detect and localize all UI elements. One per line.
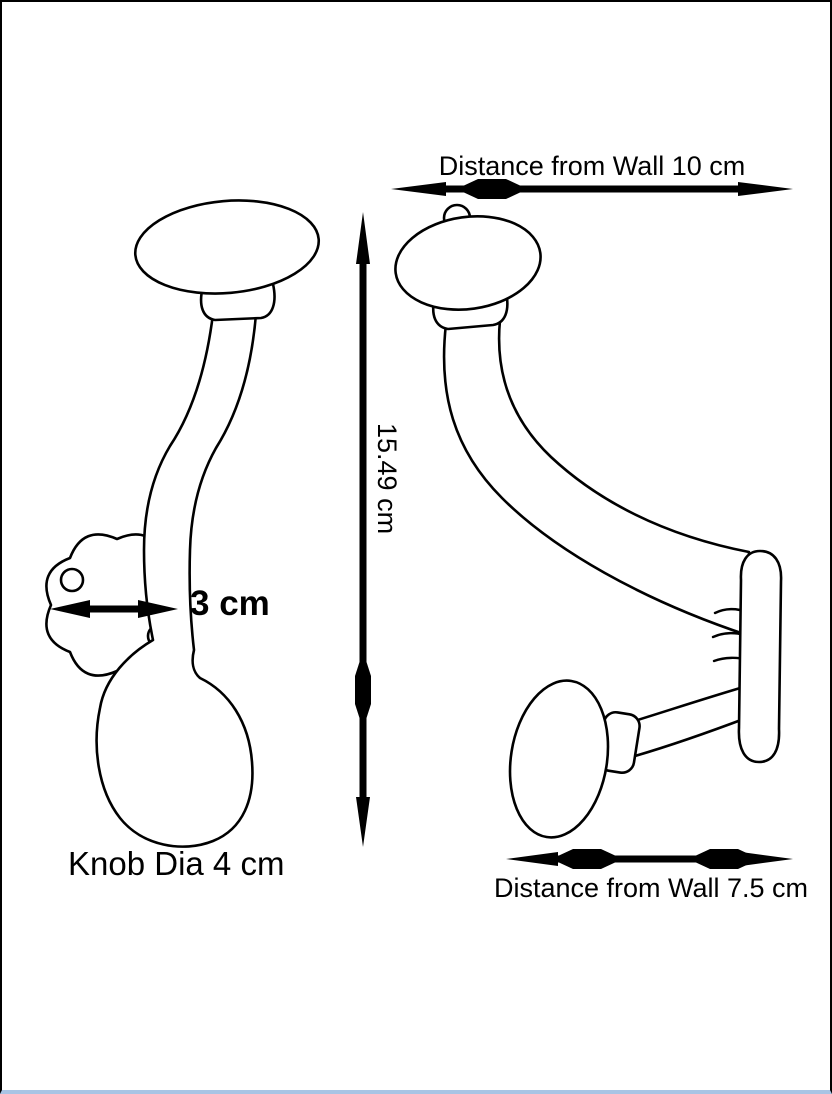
lower-knob-side xyxy=(508,679,610,839)
height-dimension-line xyxy=(356,212,370,847)
top-knob-front xyxy=(133,199,321,295)
hook-stem-side xyxy=(442,318,751,637)
knob-diameter-label: Knob Dia 4 cm xyxy=(68,845,285,882)
top-distance-dimension-line xyxy=(391,182,793,196)
front-view-drawing xyxy=(45,199,321,848)
overall-height-label: 15.49 cm xyxy=(372,423,402,535)
height-dimension-mid-mark xyxy=(355,662,371,718)
plate-width-label: 3 cm xyxy=(190,584,270,623)
bottom-distance-mid-mark-2 xyxy=(696,849,752,869)
distance-from-wall-top-label: Distance from Wall 10 cm xyxy=(438,151,746,181)
plate-width-arrow xyxy=(50,600,178,618)
distance-from-wall-bottom-label: Distance from Wall 7.5 cm xyxy=(493,873,809,903)
hook-stem-and-tip-front xyxy=(95,312,258,848)
top-knob-side xyxy=(394,215,542,311)
dimension-lines xyxy=(50,179,793,869)
backplate-side xyxy=(737,549,783,764)
screw-hole-upper xyxy=(59,567,85,593)
lower-arm-side xyxy=(626,684,751,758)
top-distance-mid-mark xyxy=(464,179,520,199)
bottom-distance-mid-mark-1 xyxy=(559,849,615,869)
side-view-drawing xyxy=(394,203,783,839)
